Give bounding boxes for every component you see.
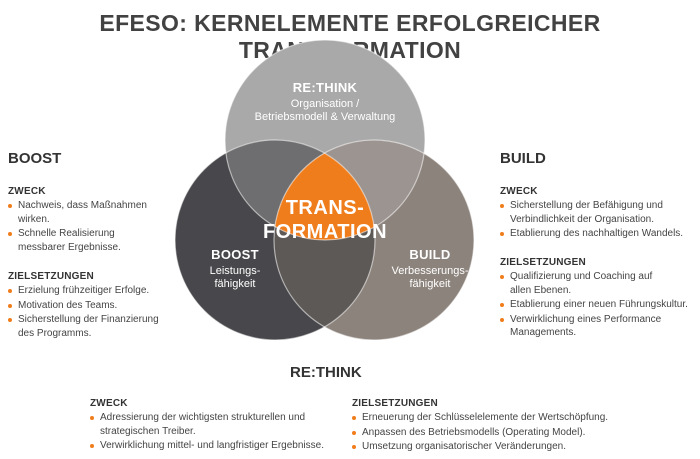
build-outline: [273, 139, 475, 341]
transformation-line-1: TRANS-: [285, 197, 365, 219]
rethink-ziel-list: Erneuerung der Schlüsselelemente der Wer…: [352, 411, 642, 454]
build-zweck-heading: ZWECK: [500, 186, 538, 197]
rethink-zweck-heading: ZWECK: [90, 398, 128, 409]
boost-ziel-heading: ZIELSETZUNGEN: [8, 271, 94, 282]
list-item: Verwirklichung mittel- und langfristiger…: [90, 439, 340, 453]
rethink-circle-sub-2: Betriebsmodell & Verwaltung: [254, 111, 396, 123]
rethink-circle-text: RE:THINK Organisation / Betriebsmodell &…: [250, 80, 400, 124]
boost-outline: [174, 139, 376, 341]
build-circle-sub-2: fähigkeit: [409, 278, 451, 290]
build-circle-heading: BUILD: [409, 247, 451, 262]
boost-heading: BOOST: [8, 150, 62, 167]
transformation-line-2: FORMATION: [262, 221, 388, 243]
boost-circle-sub-1: Leistungs-: [209, 265, 261, 277]
list-item: Erzielung frühzeitiger Erfolge.: [8, 284, 183, 298]
transformation-label: TRANS- FORMATION: [255, 196, 395, 244]
rethink-zweck-list: Adressierung der wichtigsten strukturell…: [90, 411, 340, 453]
build-heading: BUILD: [500, 150, 546, 167]
list-item: Etablierung des nachhaltigen Wandels.: [500, 227, 696, 241]
boost-circle-sub-2: fähigkeit: [214, 278, 256, 290]
list-item: Umsetzung organisatorischer Veränderunge…: [352, 440, 642, 454]
boost-zweck-heading: ZWECK: [8, 186, 46, 197]
build-ziel-heading: ZIELSETZUNGEN: [500, 257, 586, 268]
list-item: Etablierung einer neuen Führungskultur.: [500, 298, 696, 312]
boost-circle-heading: BOOST: [211, 247, 259, 262]
rethink-outline: [224, 39, 426, 241]
boost-ziel-list: Erzielung frühzeitiger Erfolge. Motivati…: [8, 284, 183, 340]
rethink-ziel-heading: ZIELSETZUNGEN: [352, 398, 438, 409]
build-circle-text: BUILD Verbesserungs- fähigkeit: [380, 247, 480, 291]
transformation-center: [274, 140, 375, 240]
rethink-circle-sub-1: Organisation /: [290, 98, 360, 110]
rethink-circle-heading: RE:THINK: [292, 80, 358, 95]
list-item: Erneuerung der Schlüsselelemente der Wer…: [352, 411, 642, 425]
rethink-heading: RE:THINK: [290, 364, 362, 381]
list-item: Motivation des Teams.: [8, 299, 183, 313]
list-item: Anpassen des Betriebsmodells (Operating …: [352, 426, 642, 440]
list-item: Adressierung der wichtigsten strukturell…: [90, 411, 340, 438]
boost-circle-text: BOOST Leistungs- fähigkeit: [190, 247, 280, 291]
build-circle-sub-1: Verbesserungs-: [391, 265, 469, 277]
